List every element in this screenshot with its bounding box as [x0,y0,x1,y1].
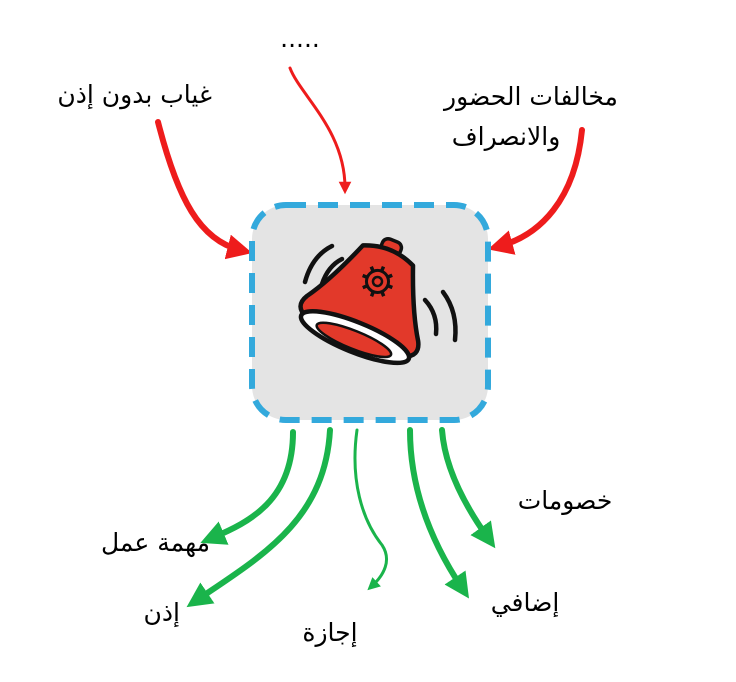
arrow-absence-to-center [155,119,253,260]
label-work-task: مهمة عمل [100,528,210,557]
label-absence-without-permission: غياب بدون إذن [57,80,212,109]
arrow-center-to-permission [186,427,333,608]
arrow-center-to-leave [353,428,388,591]
label-extra: إضافي [490,588,560,617]
arrow-center-to-deductions [439,427,496,549]
arrow-center-to-work-task [200,429,296,545]
ring-line-right-inner [422,297,439,337]
ring-line-right-outer [440,289,458,343]
arrow-violations-to-center [487,127,585,255]
label-attendance-violations-line1: مخالفات الحضور [444,82,618,111]
arrow-other-to-center [288,66,352,195]
arrow-center-to-extra [407,427,469,599]
alarm-bell-gear-icon [298,236,421,366]
ring-line-left-inner [319,256,345,287]
label-attendance-violations-line2: والانصراف [451,122,561,151]
label-leave: إجازة [302,618,358,647]
ring-line-left-outer [302,243,335,285]
label-other-inputs: ..... [280,24,320,53]
label-deductions: خصومات [517,486,613,515]
label-permission: إذن [143,598,180,627]
